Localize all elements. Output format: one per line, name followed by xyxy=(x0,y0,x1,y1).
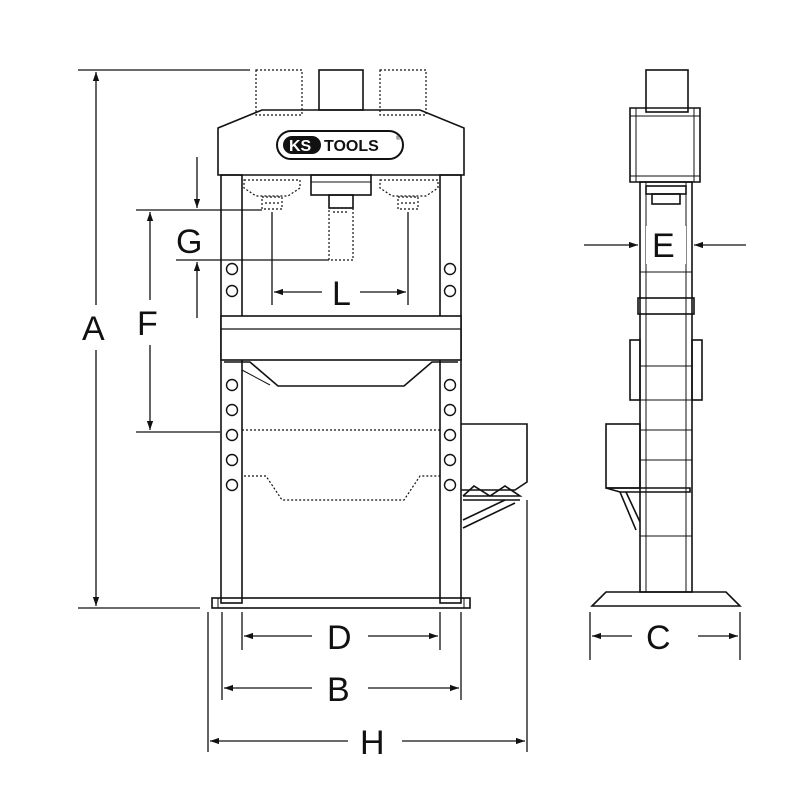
side-pump-unit xyxy=(605,423,691,531)
front-view: KS TOOLS ® xyxy=(211,69,528,609)
dim-label-h: H xyxy=(360,724,385,762)
logo-ks-text: KS xyxy=(289,138,312,155)
side-view xyxy=(590,69,742,607)
pin-holes-lower xyxy=(225,378,457,492)
ram-flange xyxy=(310,174,372,196)
dim-label-b: B xyxy=(327,671,350,709)
upper-bolster-beam xyxy=(220,315,462,361)
tool-holder-left xyxy=(243,179,301,210)
dimension-lines xyxy=(78,69,746,752)
cylinder-outline-right xyxy=(379,69,427,116)
label-backgrounds xyxy=(646,226,686,264)
cylinder-outline-left xyxy=(255,69,303,116)
right-upright xyxy=(439,174,462,604)
ks-tools-logo: KS TOOLS ® xyxy=(276,130,404,160)
dim-label-d: D xyxy=(327,619,352,657)
left-upright xyxy=(220,174,243,604)
side-head xyxy=(629,107,701,183)
dim-label-f: F xyxy=(137,305,158,343)
side-upper-beam xyxy=(637,297,695,315)
dim-label-e: E xyxy=(652,227,675,265)
dim-label-a: A xyxy=(82,310,105,348)
ram-piston xyxy=(328,194,354,209)
pin-holes-upper xyxy=(225,262,457,298)
cylinder-center xyxy=(318,69,364,111)
dim-label-l: L xyxy=(332,275,351,313)
tool-holder-right xyxy=(379,179,439,210)
dimension-labels: A F G L D B H C E xyxy=(82,223,675,762)
ram-extension xyxy=(328,207,354,261)
side-cylinder xyxy=(645,69,689,113)
logo-registered-mark: ® xyxy=(396,135,401,142)
table-lower-position xyxy=(242,429,440,501)
logo-tools-text: TOOLS xyxy=(324,138,379,155)
side-base-foot xyxy=(590,591,742,607)
dim-label-c: C xyxy=(646,619,671,657)
press-base xyxy=(211,597,471,609)
dim-label-g: G xyxy=(176,223,202,261)
hydraulic-pump-unit xyxy=(461,423,528,529)
press-head xyxy=(217,109,465,176)
press-table xyxy=(224,361,458,387)
